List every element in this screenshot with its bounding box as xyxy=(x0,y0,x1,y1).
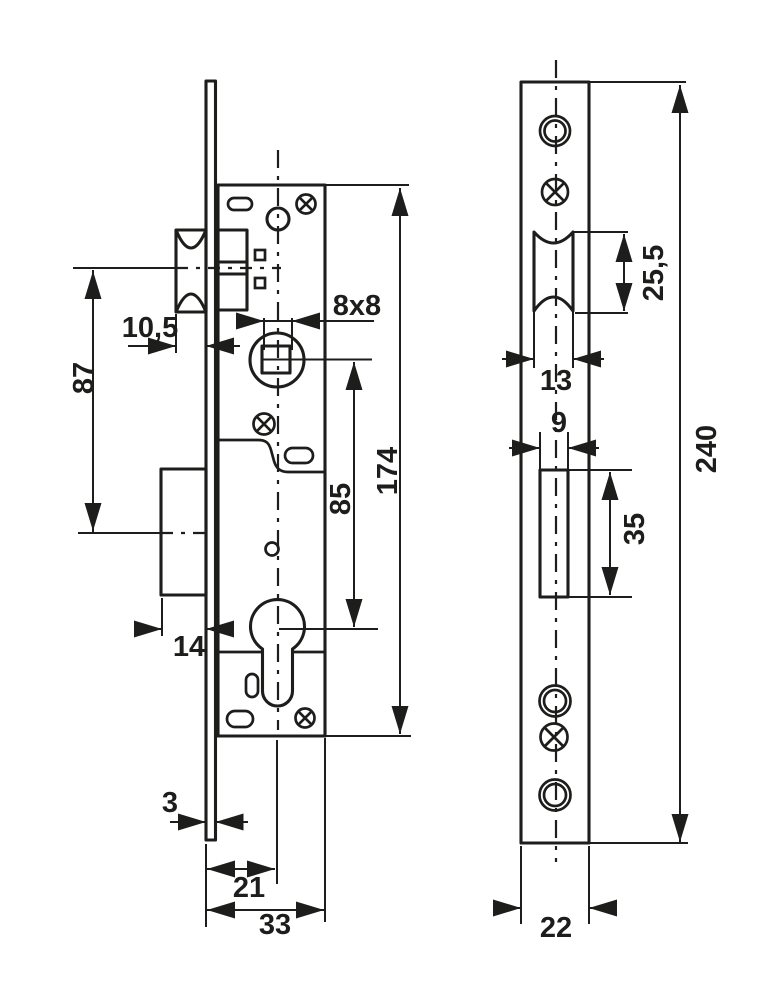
slot-hole-middle xyxy=(283,446,315,465)
pin-hole xyxy=(264,541,280,557)
dim-87-label: 87 xyxy=(68,362,100,394)
faceplate-edge-profile xyxy=(204,79,218,842)
dim-87: 87 xyxy=(68,270,102,532)
dim-21: 21 xyxy=(205,740,278,927)
dim-10-5: 10,5 xyxy=(122,312,240,355)
screw-hole-top-icon xyxy=(295,193,317,215)
partition-step-line xyxy=(218,438,325,474)
dim-25-5: 25,5 xyxy=(573,231,670,314)
dim-25-5-label: 25,5 xyxy=(638,245,670,301)
countersunk-hole-mid-icon xyxy=(538,684,572,718)
slot-hole-top xyxy=(226,196,254,212)
screw-hole-plate-bottom-icon xyxy=(539,722,569,752)
slot-hole-bottom xyxy=(225,709,255,729)
dim-9-label: 9 xyxy=(551,407,567,439)
lock-case-body xyxy=(216,183,327,738)
screw-hole-bottom-icon xyxy=(294,707,316,729)
dim-240-label: 240 xyxy=(691,425,723,473)
dim-22: 22 xyxy=(493,846,617,944)
dim-14: 14 xyxy=(134,598,234,663)
dim-33: 33 xyxy=(207,738,326,941)
dim-240: 240 xyxy=(589,81,723,844)
latch-block xyxy=(216,228,249,312)
screw-hole-plate-top-icon xyxy=(540,177,570,207)
lock-case-side-view: 87 10,5 8x8 174 xyxy=(68,79,411,941)
dim-174-label: 174 xyxy=(372,447,404,495)
deadbolt-slot xyxy=(538,468,570,599)
square-hole-lower xyxy=(253,276,267,290)
euro-cylinder-cutout xyxy=(248,598,307,708)
dim-35-label: 35 xyxy=(619,513,651,545)
dim-21-label: 21 xyxy=(233,872,265,904)
dim-3: 3 xyxy=(162,787,248,831)
dim-85-label: 85 xyxy=(325,483,357,515)
faceplate-front-view: 25,5 13 9 35 2 xyxy=(493,60,723,944)
dim-35: 35 xyxy=(568,469,651,598)
dim-13-label: 13 xyxy=(540,365,572,397)
roller-latch xyxy=(174,228,208,314)
screw-hole-middle-icon xyxy=(252,412,276,436)
roller-cutout xyxy=(532,230,575,313)
dim-8x8: 8x8 xyxy=(236,290,381,350)
dim-13: 13 xyxy=(502,311,604,397)
dim-85: 85 xyxy=(262,358,378,630)
dim-10-5-label: 10,5 xyxy=(122,312,178,344)
dim-22-label: 22 xyxy=(540,912,572,944)
countersunk-hole-bottom-icon xyxy=(538,778,572,812)
dim-174: 174 xyxy=(325,184,411,737)
square-hole-upper xyxy=(253,248,267,262)
dim-3-label: 3 xyxy=(162,787,178,819)
dim-14-label: 14 xyxy=(173,631,205,663)
slot-hole-vertical xyxy=(244,672,260,699)
dim-33-label: 33 xyxy=(259,909,291,941)
countersunk-hole-top-icon xyxy=(538,114,572,148)
dim-9: 9 xyxy=(509,407,599,470)
faceplate-front xyxy=(519,80,591,845)
dim-8x8-label: 8x8 xyxy=(333,290,381,322)
